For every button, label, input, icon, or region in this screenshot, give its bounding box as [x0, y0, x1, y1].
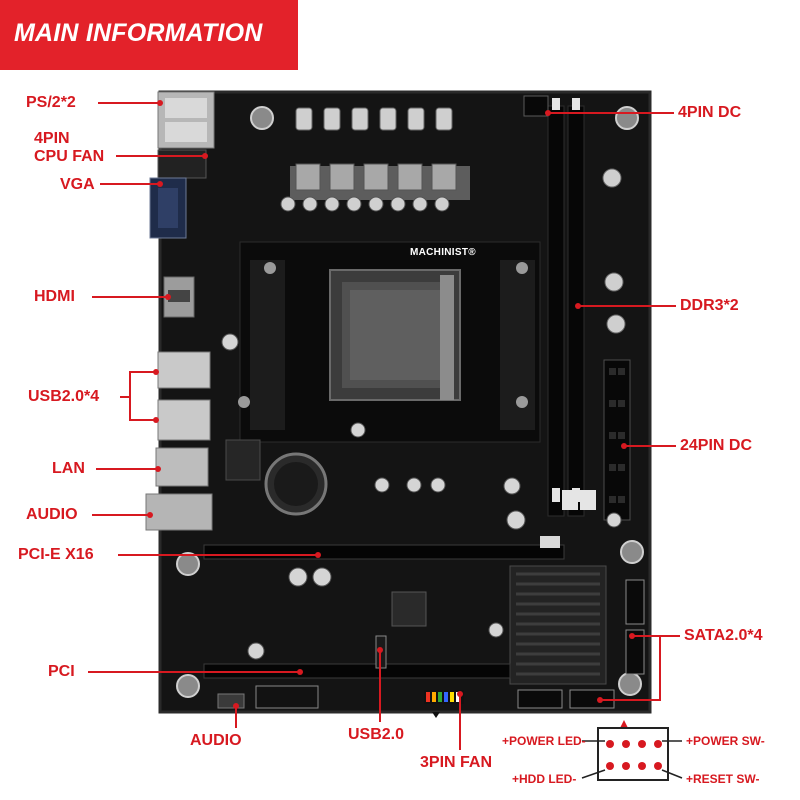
chip [391, 591, 427, 627]
label-4pin-dc: 4PIN DC [678, 104, 742, 121]
banner: MAIN INFORMATION [0, 0, 298, 70]
label-audio-bottom: AUDIO [190, 732, 242, 749]
24pin-dc-connector [603, 359, 631, 521]
label-power-sw: +POWER SW- [686, 734, 765, 748]
label-audio-left: AUDIO [26, 506, 78, 523]
front-panel-pin-diagram [581, 720, 683, 781]
label-cpu-fan-line2: CPU FAN [34, 148, 105, 165]
label-ps2: PS/2*2 [26, 94, 76, 111]
label-24pin-dc: 24PIN DC [680, 437, 753, 454]
label-sata: SATA2.0*4 [684, 627, 763, 644]
label-power-led: +POWER LED- [502, 734, 586, 748]
label-usb: USB2.0*4 [28, 388, 100, 405]
label-usb-bottom: USB2.0 [348, 726, 405, 743]
label-lan: LAN [52, 460, 85, 477]
audio-header [217, 693, 245, 709]
pcie-x16-slot [203, 544, 565, 560]
label-cpu-fan-line1: 4PIN [34, 130, 70, 147]
leader-lines [88, 102, 680, 750]
4pin-dc-connector [523, 95, 549, 117]
mounting-holes [176, 106, 644, 698]
label-reset-sw: +RESET SW- [686, 772, 760, 786]
banner-title: MAIN INFORMATION [14, 19, 263, 47]
label-vga: VGA [60, 176, 95, 193]
ddr3-slots [547, 98, 585, 517]
label-pcie: PCI-E X16 [18, 546, 94, 563]
chipset-heatsink [509, 565, 607, 685]
cpu-socket [238, 241, 541, 443]
board-brand: MACHINIST® [410, 247, 476, 258]
label-pci: PCI [48, 663, 75, 680]
label-hdd-led: +HDD LED- [512, 772, 577, 786]
label-ddr3: DDR3*2 [680, 297, 739, 314]
label-3pin-fan: 3PIN FAN [420, 754, 493, 771]
vrm-area [280, 107, 470, 212]
sata-ports [517, 579, 645, 709]
label-hdmi: HDMI [34, 288, 75, 305]
fp-header [255, 685, 319, 709]
